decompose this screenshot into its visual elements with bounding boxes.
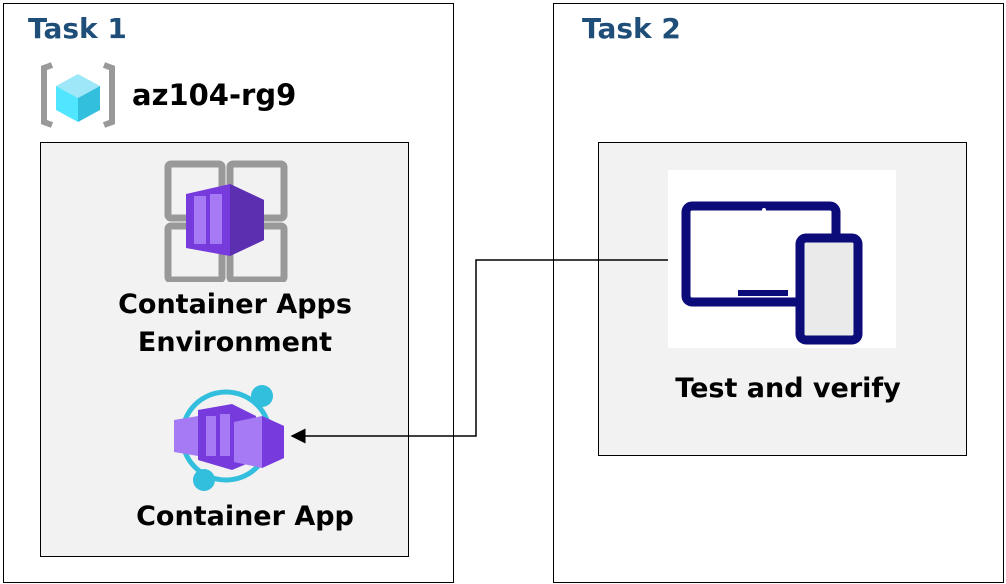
container-app-icon (174, 385, 284, 491)
task2-title: Task 2 (582, 12, 681, 45)
test-label: Test and verify (675, 373, 901, 404)
task1-title: Task 1 (28, 12, 127, 45)
environment-label: Container Apps Environment (40, 286, 430, 362)
environment-label-line2: Environment (137, 327, 333, 358)
resource-group-name: az104-rg9 (132, 78, 297, 112)
container-app-label: Container App (136, 501, 354, 532)
container-apps-environment-icon (164, 160, 288, 282)
environment-label-line1: Container Apps (118, 289, 352, 320)
resource-group-icon (41, 62, 115, 128)
devices-icon (668, 170, 896, 348)
